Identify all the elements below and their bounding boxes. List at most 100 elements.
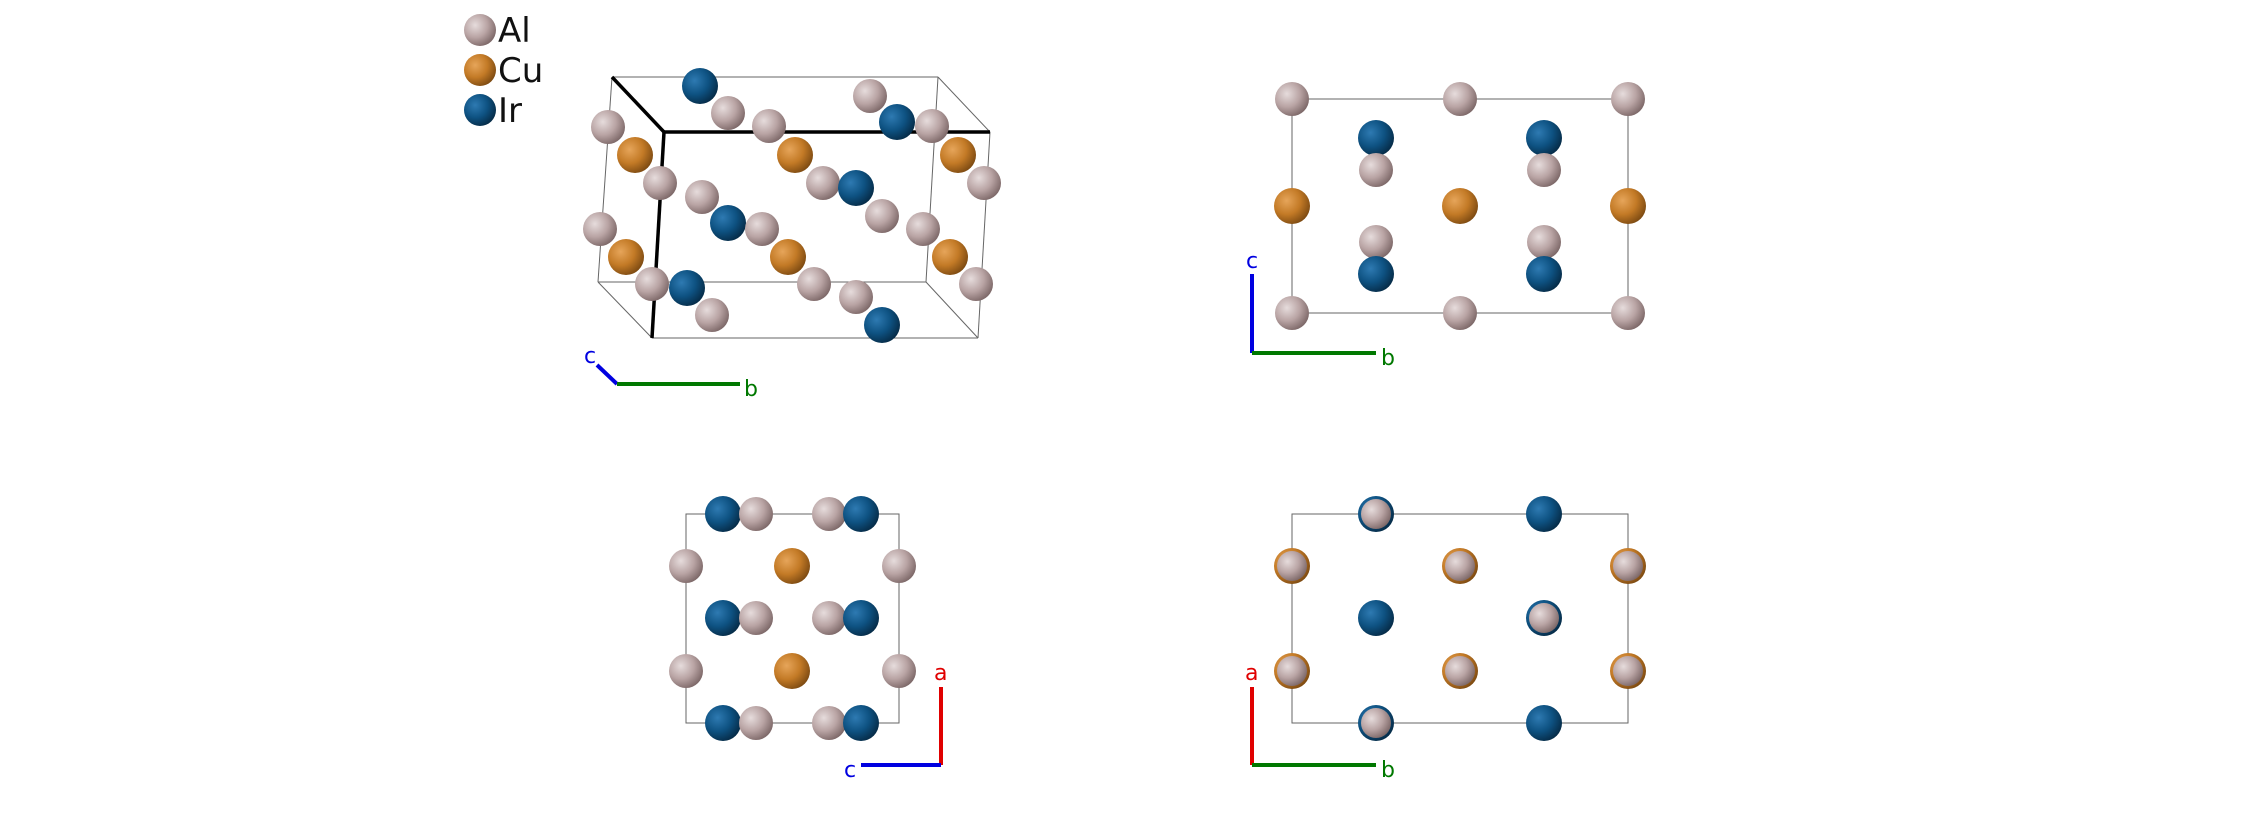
ir-atom (705, 705, 741, 741)
ir-atom (1526, 705, 1562, 741)
c-axis-label: c (584, 344, 596, 369)
c-axis-line (595, 363, 619, 386)
al-atom (906, 212, 940, 246)
al-atom (685, 180, 719, 214)
al-atom (1445, 551, 1475, 581)
al-atom (1359, 153, 1393, 187)
atoms (1274, 496, 1646, 741)
al-atom (1529, 603, 1559, 633)
cu-atom (774, 653, 810, 689)
al-atom (865, 199, 899, 233)
al-atom (812, 497, 846, 531)
atoms (583, 68, 1001, 343)
legend-item-al: Al (464, 11, 531, 51)
cu-atom (940, 137, 976, 173)
al-atom (739, 706, 773, 740)
legend-label-al: Al (498, 11, 531, 51)
al-atom (959, 267, 993, 301)
al-atom (1275, 82, 1309, 116)
b-axis-label: b (744, 377, 758, 402)
ir-atom (1526, 496, 1562, 532)
al-atom (591, 110, 625, 144)
ir-atom (705, 600, 741, 636)
cu-atom (1610, 188, 1646, 224)
axis-triad: a c (844, 661, 947, 783)
ir-atom (710, 205, 746, 241)
al-atom (583, 212, 617, 246)
al-atom (967, 166, 1001, 200)
axis-triad: c b (1246, 249, 1395, 371)
al-atom (669, 549, 703, 583)
al-atom (1275, 296, 1309, 330)
cu-atom-icon (464, 54, 496, 86)
al-atom (1443, 82, 1477, 116)
unit-cell-outline (1291, 513, 1629, 724)
al-atom (745, 212, 779, 246)
view-along-a: c b (1246, 82, 1646, 371)
ir-atom (1526, 256, 1562, 292)
al-atom (915, 109, 949, 143)
al-atom (1443, 296, 1477, 330)
view-along-b: a c (669, 496, 947, 783)
a-axis-label: a (934, 661, 947, 686)
legend: Al Cu Ir (464, 11, 543, 131)
al-atom (669, 654, 703, 688)
al-atom (812, 601, 846, 635)
al-atom (752, 109, 786, 143)
ir-atom (682, 68, 718, 104)
legend-item-cu: Cu (464, 51, 543, 91)
al-atom (812, 706, 846, 740)
al-atom (1527, 225, 1561, 259)
atoms (669, 496, 916, 741)
axis-triad: c b (584, 344, 758, 402)
ir-atom (843, 496, 879, 532)
al-atom (1277, 656, 1307, 686)
al-atom (1527, 153, 1561, 187)
ir-atom (843, 705, 879, 741)
ir-atom (669, 270, 705, 306)
cu-atom (777, 137, 813, 173)
al-atom-icon (464, 14, 496, 46)
ir-atom (864, 307, 900, 343)
al-atom (1359, 225, 1393, 259)
legend-item-ir: Ir (464, 91, 522, 131)
a-axis-label: a (1245, 661, 1258, 686)
al-atom (1445, 656, 1475, 686)
cu-atom (932, 239, 968, 275)
al-atom (1277, 551, 1307, 581)
cu-atom (770, 239, 806, 275)
axis-triad: a b (1245, 661, 1395, 783)
al-atom (643, 166, 677, 200)
ir-atom (1526, 120, 1562, 156)
ir-atom (843, 600, 879, 636)
al-atom (1361, 708, 1391, 738)
al-atom (739, 601, 773, 635)
al-atom (711, 96, 745, 130)
al-atom (882, 654, 916, 688)
view-along-c: a b (1245, 496, 1646, 783)
al-atom (853, 79, 887, 113)
perspective-view: c b (583, 68, 1001, 402)
b-axis-label: b (1381, 758, 1395, 783)
legend-label-cu: Cu (498, 51, 543, 91)
al-atom (739, 497, 773, 531)
ir-atom (838, 170, 874, 206)
al-atom (1613, 656, 1643, 686)
b-axis-label: b (1381, 346, 1395, 371)
al-atom (695, 298, 729, 332)
al-atom (806, 166, 840, 200)
ir-atom (1358, 256, 1394, 292)
ir-atom (1358, 600, 1394, 636)
ir-atom-icon (464, 94, 496, 126)
atoms (1274, 82, 1646, 330)
al-atom (1361, 499, 1391, 529)
al-atom (1611, 82, 1645, 116)
al-atom (1613, 551, 1643, 581)
al-atom (635, 267, 669, 301)
legend-label-ir: Ir (498, 91, 522, 131)
ir-atom (879, 104, 915, 140)
al-atom (882, 549, 916, 583)
cu-atom (774, 548, 810, 584)
al-atom (839, 280, 873, 314)
